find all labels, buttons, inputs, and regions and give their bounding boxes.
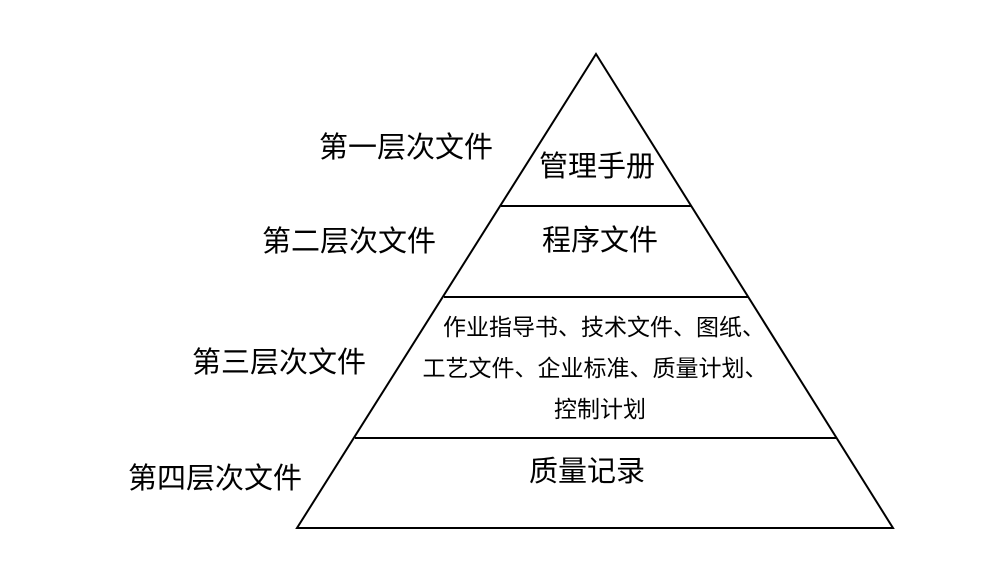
level-3-content-line-3: 控制计划: [554, 397, 646, 423]
level-1-label: 第一层次文件: [319, 130, 493, 164]
level-1-content: 管理手册: [539, 149, 655, 183]
pyramid-outline: [295, 52, 895, 529]
level-4-label: 第四层次文件: [128, 461, 302, 495]
level-3-content-line-2: 工艺文件、企业标准、质量计划、: [423, 356, 768, 382]
level-4-content: 质量记录: [529, 454, 645, 488]
level-2-content: 程序文件: [542, 223, 658, 257]
level-3-label: 第三层次文件: [192, 345, 366, 379]
level-3-content-line-1: 作业指导书、技术文件、图纸、: [443, 315, 765, 341]
level-2-label: 第二层次文件: [262, 224, 436, 258]
